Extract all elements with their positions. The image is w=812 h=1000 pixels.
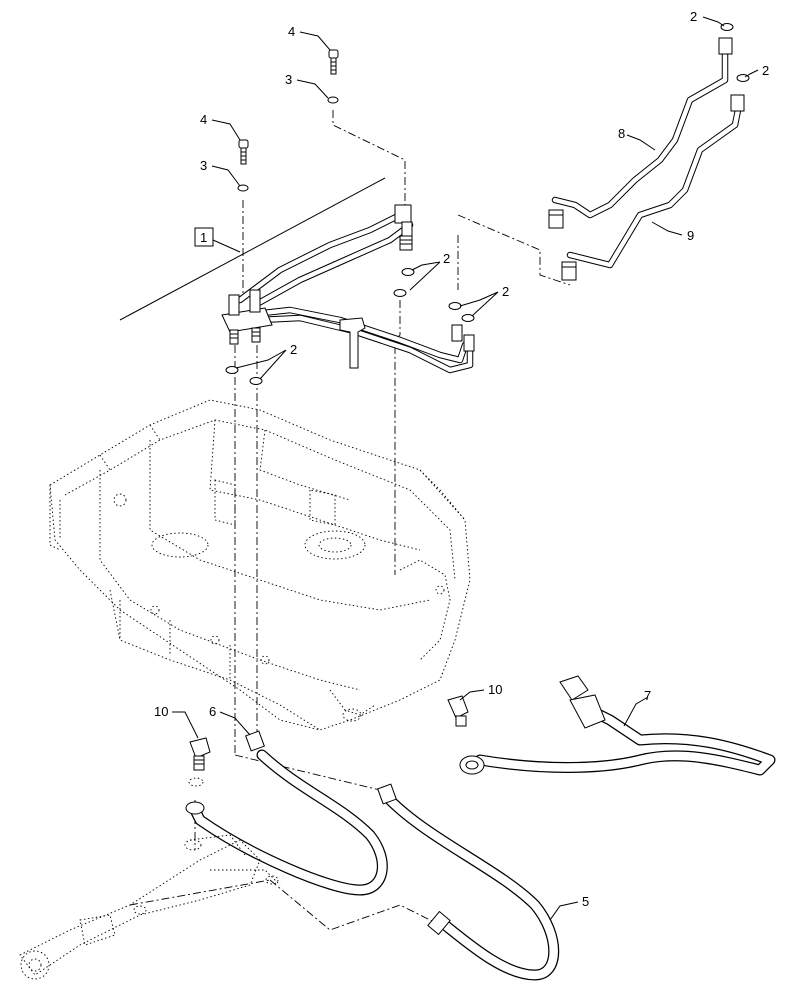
hose-7	[459, 675, 776, 776]
washer-left	[237, 184, 249, 192]
axle-housing	[49, 399, 471, 731]
callout-8: 8	[618, 126, 625, 141]
callout-2-left: 2	[290, 342, 297, 357]
callout-numbers: 4 3 4 3 2 2 2 2 2 8 9 10 6 10 7 5	[154, 9, 769, 909]
callout-6: 6	[209, 704, 216, 719]
fitting-10-right	[447, 695, 469, 727]
alignment-lines	[129, 110, 571, 931]
callout-2-center: 2	[443, 251, 450, 266]
callout-2-right: 2	[762, 63, 769, 78]
callout-1: 1	[194, 227, 241, 253]
callout-10-left: 10	[154, 704, 168, 719]
bolt-left	[238, 139, 249, 165]
leader-lines	[172, 16, 759, 921]
callout-1-label: 1	[200, 230, 207, 245]
callout-3-left: 3	[200, 158, 207, 173]
tube-9	[561, 94, 745, 281]
steel-line-assembly	[119, 177, 475, 374]
callout-10-right: 10	[488, 682, 502, 697]
hose-6	[185, 730, 388, 896]
tube-8	[548, 37, 733, 229]
callout-2-rightend: 2	[502, 284, 509, 299]
bolt-10-left	[188, 737, 211, 787]
callout-2-top: 2	[690, 9, 697, 24]
callout-3-upper: 3	[285, 72, 292, 87]
callout-5: 5	[582, 894, 589, 909]
callout-9: 9	[687, 228, 694, 243]
steering-linkage	[19, 834, 281, 980]
hose-5	[377, 783, 560, 981]
callout-4-left: 4	[200, 112, 207, 127]
bolt-upper	[328, 49, 339, 75]
callout-4-upper: 4	[288, 24, 295, 39]
callout-7: 7	[644, 688, 651, 703]
washer-upper	[327, 96, 339, 104]
